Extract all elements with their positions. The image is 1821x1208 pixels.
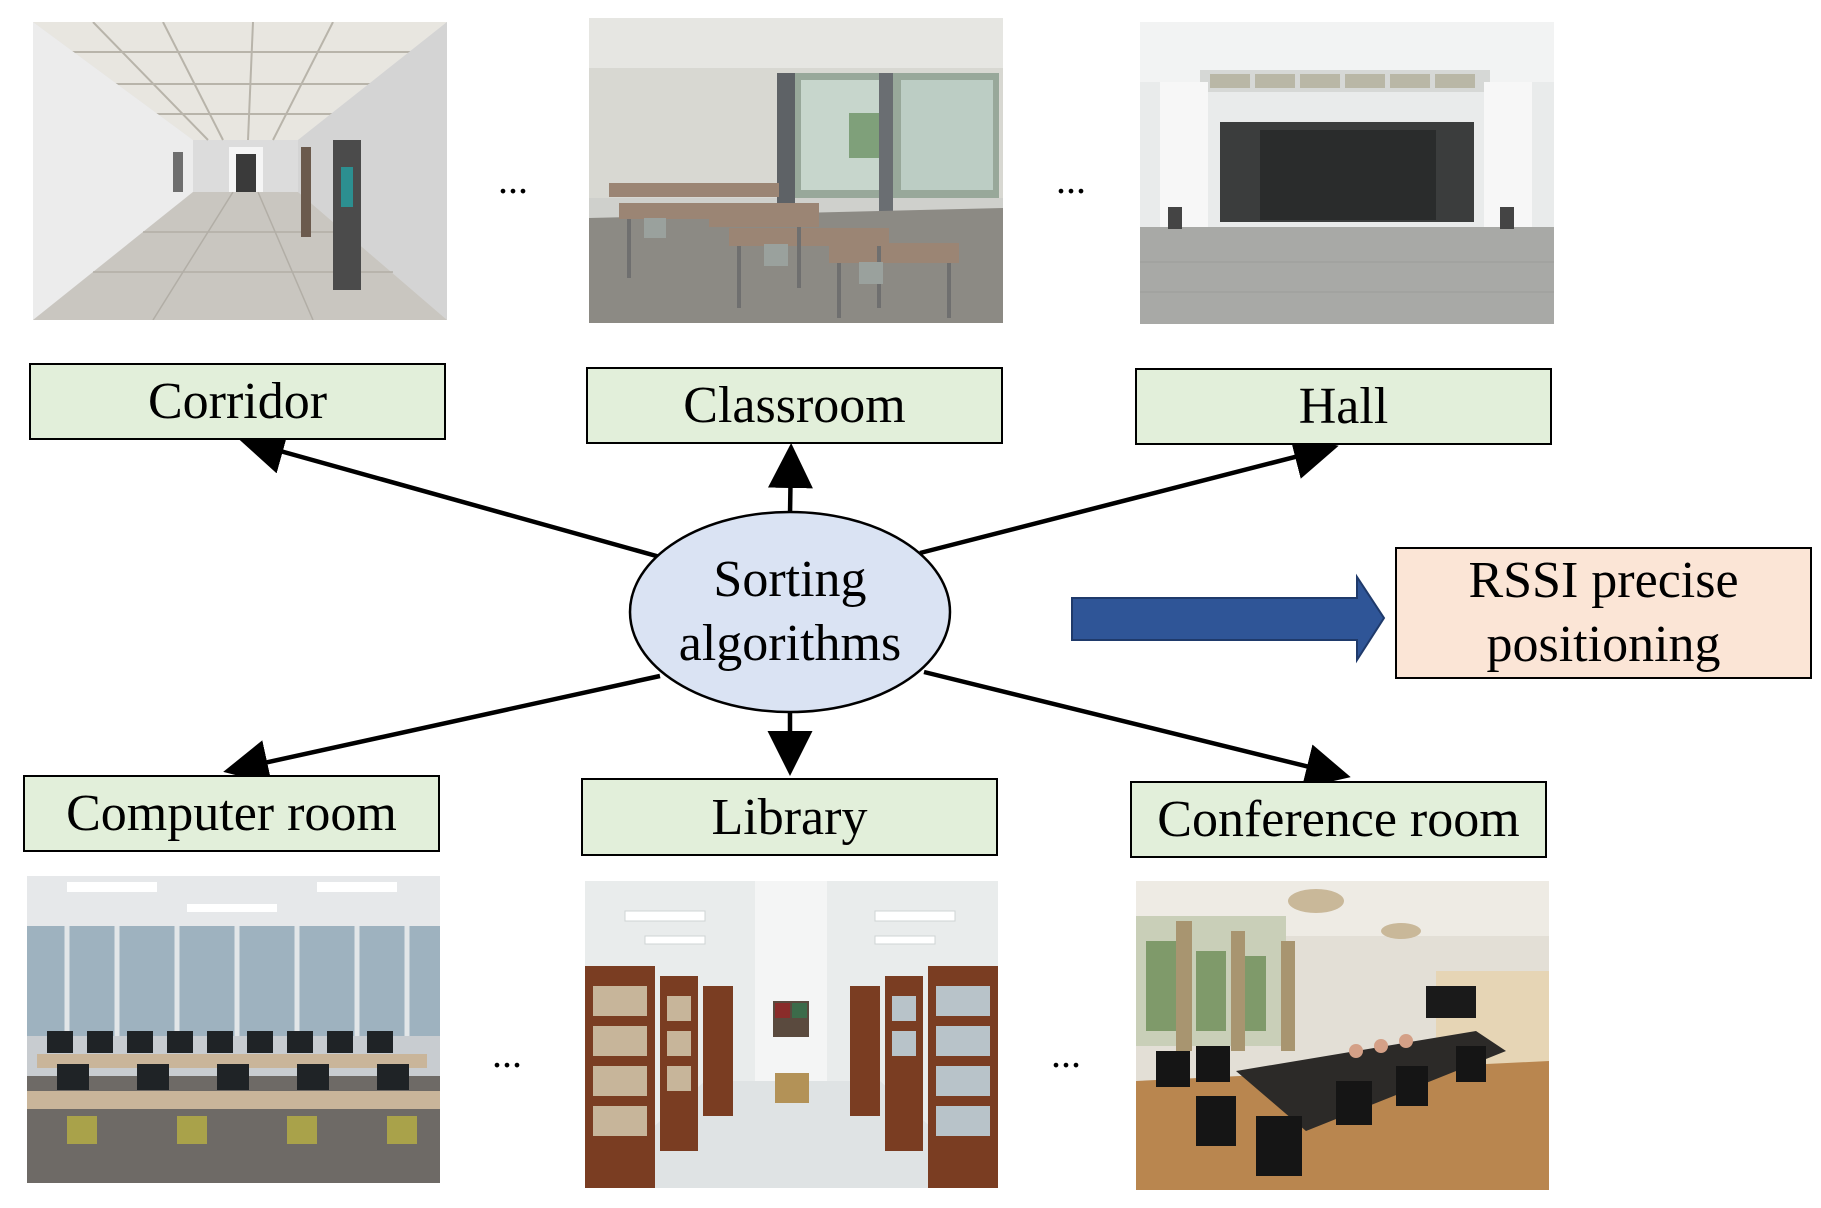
arrow-to-computer-room <box>223 673 661 785</box>
label-hall: Hall <box>1135 368 1552 445</box>
label-classroom: Classroom <box>586 367 1003 444</box>
corridor-photo <box>33 22 447 320</box>
label-library: Library <box>581 778 998 856</box>
hall-photo <box>1140 22 1554 324</box>
rssi-positioning-line1: RSSI precise <box>1468 552 1739 609</box>
conference-room-photo <box>1136 881 1549 1190</box>
ellipsis-bottom-right: ... <box>1051 1031 1081 1076</box>
sorting-algorithms-node <box>628 510 952 714</box>
arrow-to-classroom <box>767 443 813 516</box>
ellipsis-top-left: ... <box>498 157 528 202</box>
arrow-to-corridor <box>239 430 661 560</box>
sorting-algorithms-line2: algorithms <box>678 615 902 672</box>
classroom-photo <box>589 18 1003 323</box>
label-conference-room: Conference room <box>1130 781 1547 858</box>
rssi-positioning-box: RSSI precise positioning <box>1395 547 1812 679</box>
library-photo <box>585 881 998 1188</box>
ellipsis-bottom-left: ... <box>492 1031 522 1076</box>
rssi-positioning-line2: positioning <box>1486 616 1721 673</box>
label-computer-room: Computer room <box>23 775 440 852</box>
computer-room-photo <box>27 876 440 1183</box>
sorting-algorithms-label: Sorting algorithms <box>630 548 950 676</box>
sorting-algorithms-line1: Sorting <box>713 551 867 608</box>
ellipsis-top-right: ... <box>1056 157 1086 202</box>
label-corridor: Corridor <box>29 363 446 440</box>
arrow-to-hall <box>919 435 1339 556</box>
big-arrow-to-result <box>1071 573 1386 664</box>
arrow-to-conference-room <box>923 669 1351 789</box>
